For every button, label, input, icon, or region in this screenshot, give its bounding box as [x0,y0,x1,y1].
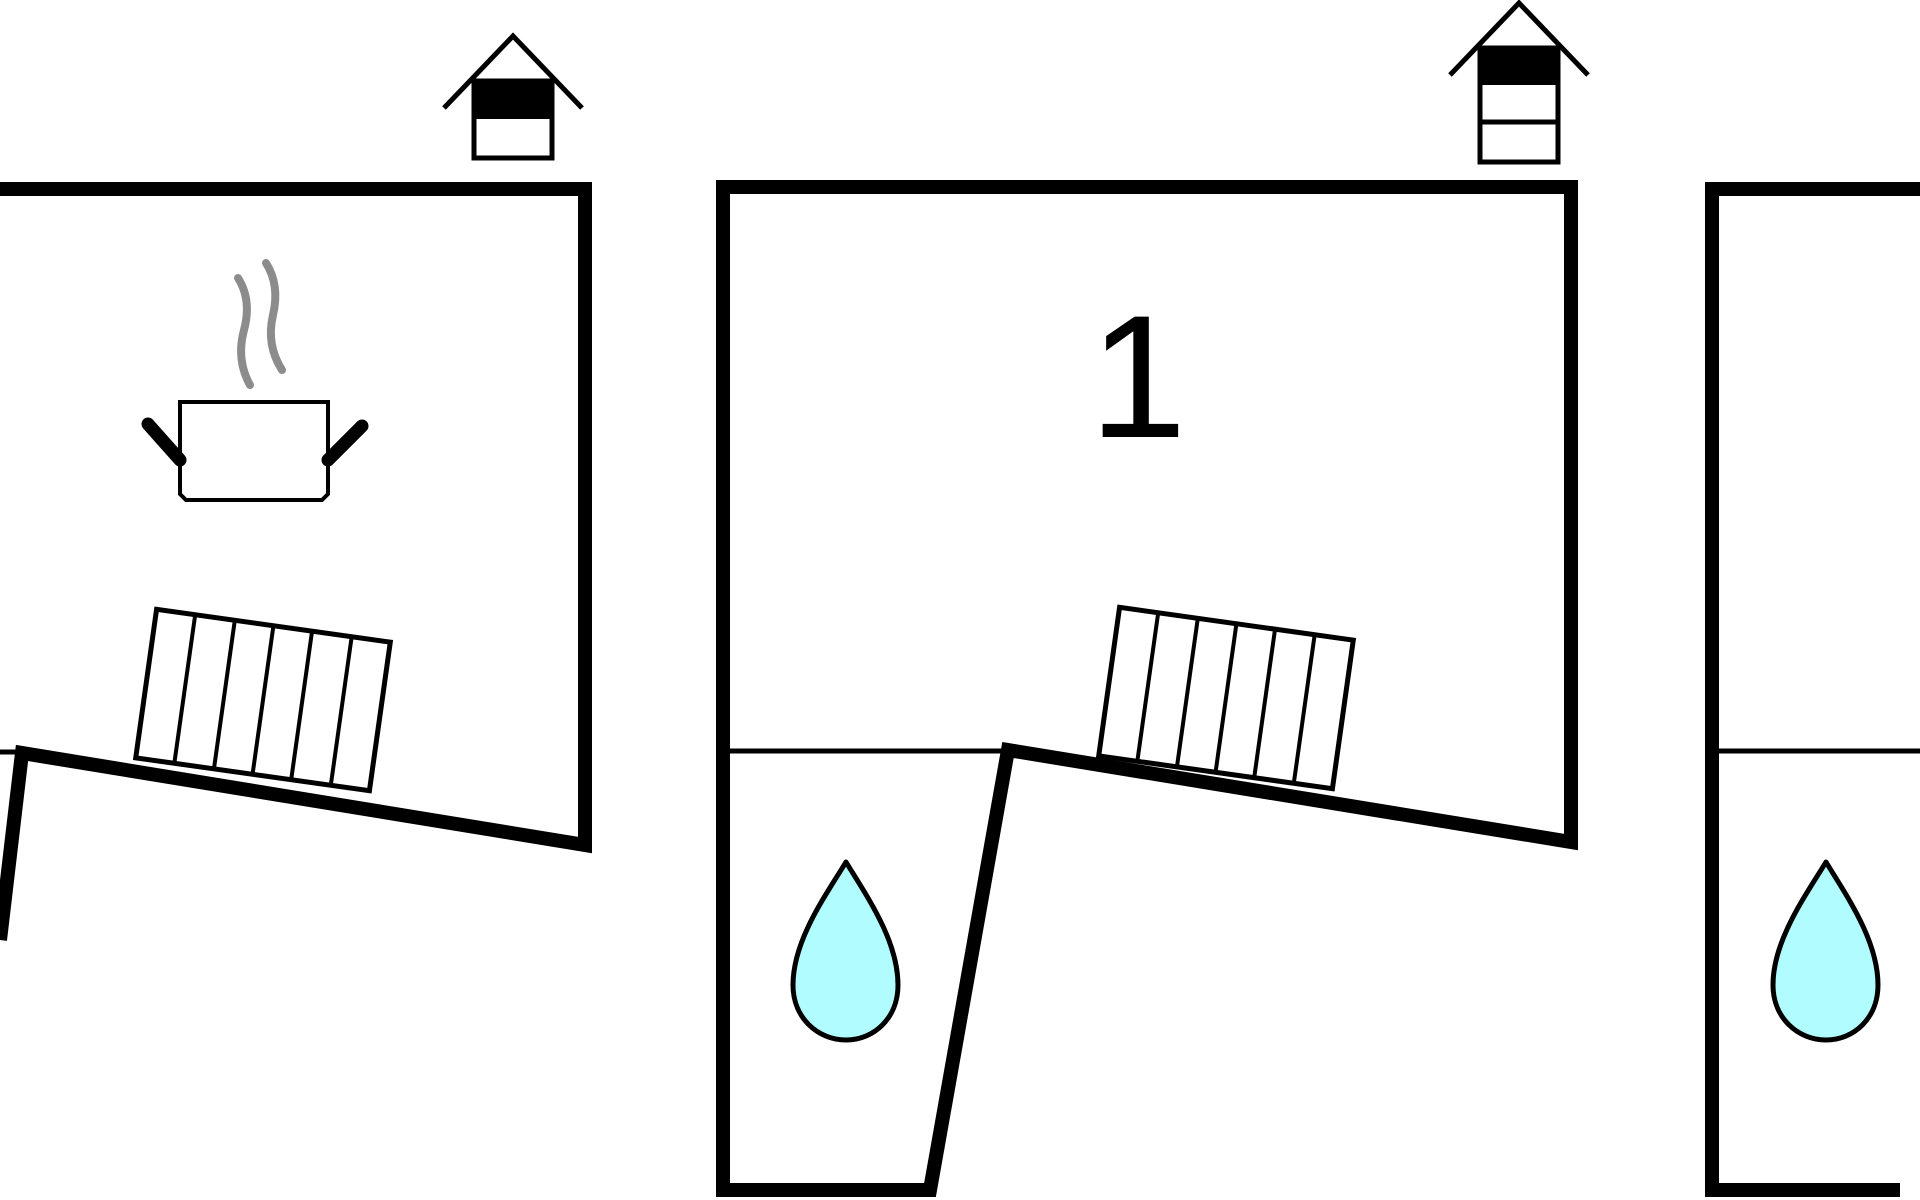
water-drop-icon [790,859,901,1043]
kitchen-room [0,182,592,941]
house-icon [1448,0,1590,165]
radiator-icon [132,606,394,794]
cooking-pot-icon [141,259,369,502]
kitchen-wall [0,182,592,941]
right-room-wall [1705,182,1920,1197]
house-icon [442,32,584,161]
right-room [1705,182,1920,1197]
room-number-label: 1 [1089,280,1186,475]
radiator-icon [1095,604,1357,792]
bedroom-room [716,180,1578,1197]
bedroom-wall [716,180,1578,1197]
water-drop-icon [1770,859,1881,1043]
